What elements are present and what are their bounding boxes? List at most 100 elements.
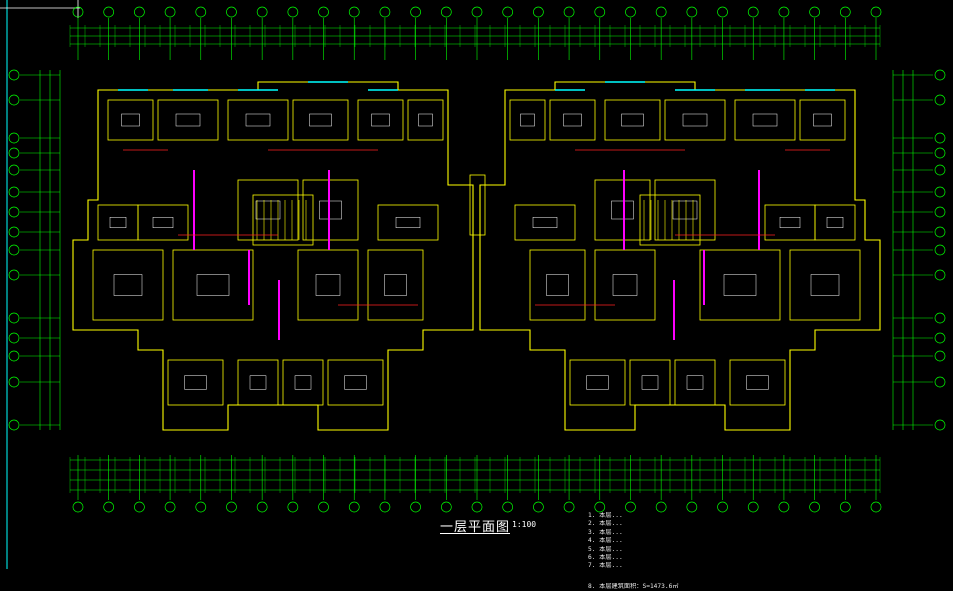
- room: [137, 204, 189, 241]
- room-tag: [612, 274, 638, 296]
- axis-bubble-right: [934, 332, 946, 344]
- axis-bubble-right: [934, 350, 946, 362]
- axis-bubble-bottom: [318, 501, 329, 513]
- partition: [673, 280, 675, 340]
- room: [237, 179, 299, 241]
- room: [629, 359, 671, 406]
- room-tag: [586, 375, 609, 390]
- axis-bubble-bottom: [195, 501, 207, 513]
- room-tag: [395, 217, 421, 228]
- room-tag: [344, 375, 367, 390]
- drawing-title: 一层平面图: [440, 520, 511, 535]
- partition: [758, 170, 760, 250]
- axis-bubble-top: [103, 6, 115, 18]
- axis-bubble-bottom: [164, 501, 176, 513]
- axis-bubble-left: [8, 332, 20, 344]
- room: [664, 99, 726, 141]
- axis-bubble-bottom: [440, 501, 452, 513]
- axis-bubble-left: [8, 69, 20, 81]
- room: [789, 249, 861, 321]
- axis-bubble-bottom: [839, 501, 851, 513]
- axis-bubble-left: [8, 132, 20, 144]
- axis-bubble-right: [934, 244, 946, 256]
- note-line: 6. 本层...: [588, 554, 623, 562]
- axis-bubble-bottom: [502, 501, 514, 513]
- axis-bubble-top: [655, 6, 667, 18]
- axis-bubble-bottom: [379, 501, 391, 513]
- room: [509, 99, 546, 141]
- axis-bubble-right: [934, 132, 946, 144]
- room-tag: [418, 113, 433, 127]
- room: [237, 359, 279, 406]
- axis-bubble-left: [8, 206, 20, 218]
- note-line: 2. 本层...: [588, 520, 623, 528]
- axis-bubble-bottom: [226, 501, 237, 513]
- note-area: 8. 本层建筑面积：S=1473.6㎡: [588, 582, 679, 590]
- axis-bubble-bottom: [686, 501, 698, 513]
- room: [799, 99, 846, 141]
- axis-bubble-left: [8, 186, 20, 198]
- room: [367, 249, 424, 321]
- axis-bubble-top: [195, 6, 207, 18]
- axis-bubble-bottom: [134, 501, 145, 513]
- axis-bubble-bottom: [410, 501, 421, 513]
- axis-bubble-top: [134, 6, 145, 18]
- room-tag: [175, 113, 201, 127]
- axis-bubble-top: [594, 6, 606, 18]
- axis-bubble-top: [717, 6, 728, 18]
- link-wall: [469, 174, 486, 236]
- axis-bubble-left: [8, 269, 20, 281]
- wing-outline: [72, 81, 474, 431]
- room: [302, 179, 359, 241]
- stair: [252, 194, 314, 246]
- axis-bubble-top: [287, 6, 299, 18]
- axis-bubble-right: [934, 94, 946, 106]
- room-tag: [319, 200, 342, 220]
- partition: [193, 170, 195, 250]
- partition: [278, 280, 280, 340]
- axis-bubble-bottom: [256, 501, 268, 513]
- axis-bubble-top: [318, 6, 329, 18]
- axis-bubble-left: [8, 164, 20, 176]
- axis-bubble-top: [747, 6, 759, 18]
- axis-bubble-right: [934, 186, 946, 198]
- axis-bubble-top: [471, 6, 483, 18]
- room: [327, 359, 384, 406]
- partition: [248, 250, 250, 305]
- drawing-notes: 1. 本层... 2. 本层... 3. 本层... 4. 本层... 5. 本…: [588, 512, 950, 591]
- axis-bubble-bottom: [563, 501, 575, 513]
- partition: [703, 250, 705, 305]
- partition: [328, 170, 330, 250]
- axis-bubble-right: [934, 312, 946, 324]
- room-tag: [520, 113, 535, 127]
- axis-bubble-bottom: [655, 501, 667, 513]
- axis-bubble-left: [8, 419, 20, 431]
- axis-bubble-top: [226, 6, 237, 18]
- axis-bubble-bottom: [625, 501, 636, 513]
- axis-bubble-right: [934, 164, 946, 176]
- axis-bubble-top: [72, 6, 84, 18]
- axis-bubble-bottom: [594, 501, 606, 513]
- room: [377, 204, 439, 241]
- room-tag: [672, 200, 698, 220]
- axis-bubble-right: [934, 269, 946, 281]
- note-line: 7. 本层...: [588, 562, 623, 570]
- room-tag: [813, 113, 832, 127]
- axis-bubble-top: [410, 6, 421, 18]
- room-tag: [371, 113, 390, 127]
- room-tag: [255, 200, 281, 220]
- room: [407, 99, 444, 141]
- room: [172, 249, 254, 321]
- stair: [639, 194, 701, 246]
- axis-bubble-top: [839, 6, 851, 18]
- axis-bubble-bottom: [870, 501, 882, 513]
- axis-bubble-left: [8, 312, 20, 324]
- building-plan: [72, 81, 881, 431]
- room-tag: [746, 375, 769, 390]
- room-tag: [686, 375, 704, 390]
- room-tag: [682, 113, 708, 127]
- axis-bubble-top: [164, 6, 176, 18]
- room: [594, 249, 656, 321]
- axis-bubble-bottom: [747, 501, 759, 513]
- wing-outline: [479, 81, 881, 431]
